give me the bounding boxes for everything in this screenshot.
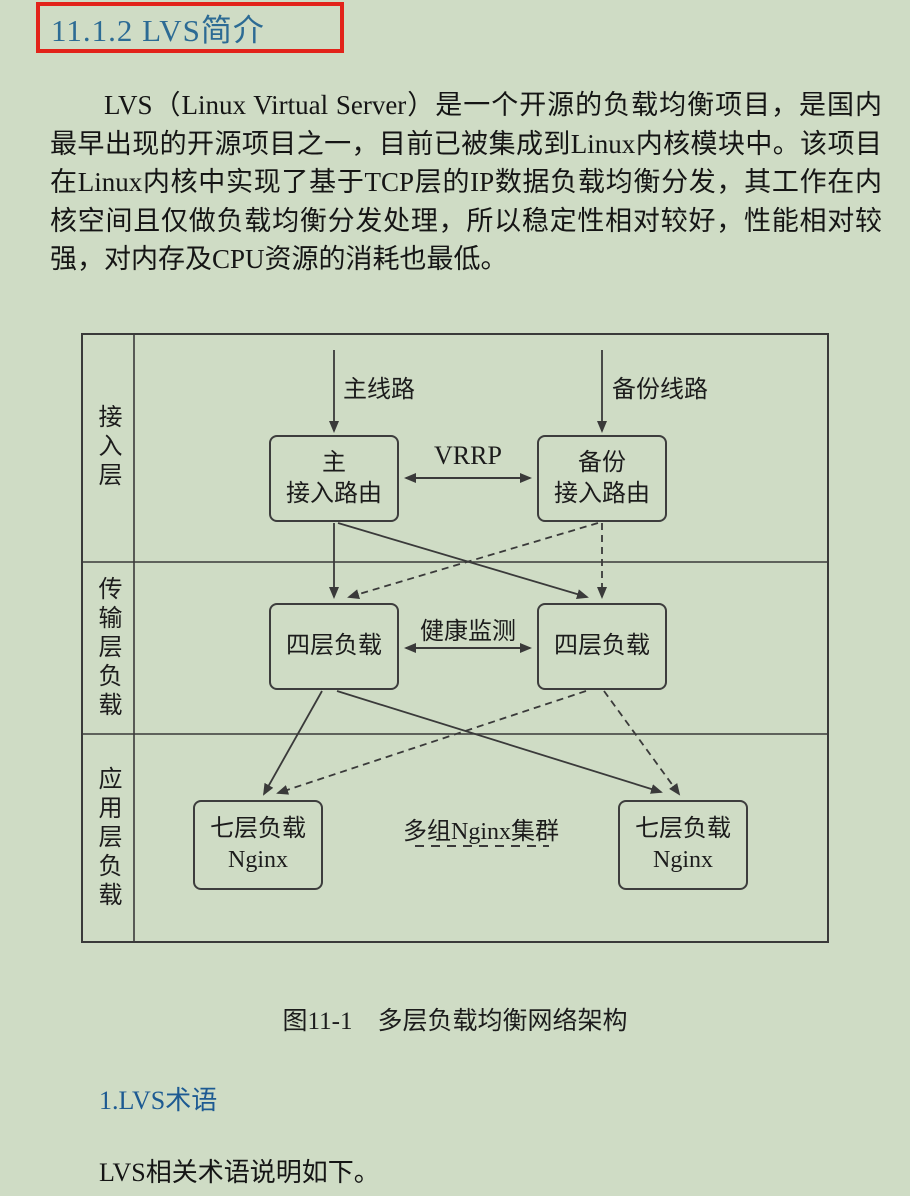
edge-label-backup-line: 备份线路 (612, 377, 708, 403)
l4right-to-l7left-link (276, 690, 587, 795)
subheading-lvs-terms: 1.LVS术语 (99, 1086, 218, 1115)
node-l7-right-line1: 七层负载 (635, 816, 731, 842)
l4right-to-l7right-link (603, 690, 681, 796)
section-title-highlight-box: 11.1.2 LVS简介 (36, 2, 344, 53)
diagram-lines-layer (81, 333, 829, 943)
intro-paragraph: LVS（Linux Virtual Server）是一个开源的负载均衡项目，是国… (50, 90, 882, 274)
diagram-border (81, 333, 829, 943)
node-main-router-line2: 接入路由 (286, 480, 382, 507)
layer-label-transport: 传输层负载 (94, 575, 120, 721)
node-l4-left-label: 四层负载 (286, 633, 382, 659)
backup-to-l4left-link (347, 522, 599, 599)
section-title: 11.1.2 LVS简介 (51, 13, 265, 48)
l4left-to-l7left-link (263, 690, 323, 796)
node-l4-load-left: 四层负载 (269, 603, 399, 690)
node-l4-right-label: 四层负载 (554, 633, 650, 659)
l4left-to-l7right-link (336, 690, 663, 794)
edge-label-main-line: 主线路 (343, 377, 415, 403)
node-l4-load-right: 四层负载 (537, 603, 667, 690)
node-backup-router-line2: 接入路由 (554, 480, 650, 507)
layer-label-application: 应用层负载 (94, 766, 120, 911)
edge-label-vrrp: VRRP (434, 441, 502, 470)
node-main-access-router: 主 接入路由 (269, 435, 399, 522)
layer-label-access: 接入层 (94, 404, 120, 491)
main-to-l4right-link (337, 522, 589, 599)
edge-label-health-check: 健康监测 (420, 619, 516, 645)
node-l7-left-line2: Nginx (228, 847, 288, 873)
node-main-router-line1: 主 (322, 449, 346, 476)
closing-text: LVS相关术语说明如下。 (99, 1158, 380, 1187)
node-backup-router-line1: 备份 (578, 449, 626, 476)
edge-label-nginx-cluster: 多组Nginx集群 (403, 819, 559, 845)
figure-caption: 图11-1 多层负载均衡网络架构 (282, 1008, 628, 1035)
node-l7-right-line2: Nginx (653, 847, 713, 873)
node-l7-left-line1: 七层负载 (210, 816, 306, 842)
node-l7-load-nginx-right: 七层负载 Nginx (618, 800, 748, 890)
node-backup-access-router: 备份 接入路由 (537, 435, 667, 522)
architecture-diagram: 接入层 传输层负载 应用层负载 主 接入路由 备份 接入路由 四层负载 四层负载… (81, 333, 829, 943)
node-l7-load-nginx-left: 七层负载 Nginx (193, 800, 323, 890)
